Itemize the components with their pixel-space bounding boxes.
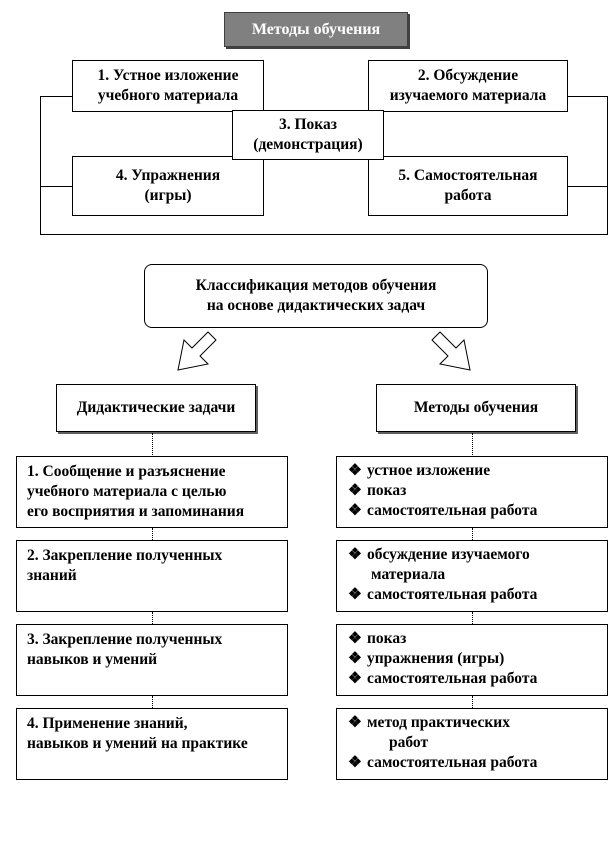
methods-title-text: Методы обучения xyxy=(251,20,381,38)
list-item: ❖ упражнения (игры) xyxy=(343,649,601,669)
task-box-4: 4. Применение знаний, навыков и умений н… xyxy=(16,708,288,780)
method-3-line2: (демонстрация) xyxy=(253,136,363,153)
method-4-line1: 4. Упражнения xyxy=(115,167,221,184)
frame-right-mid-line xyxy=(568,186,608,187)
task-box-3: 3. Закрепление полученных навыков и умен… xyxy=(16,624,288,696)
methods-box-4: ❖ метод практических работ ❖ самостоятельн… xyxy=(336,708,608,780)
classification-line2: на основе дидактических задач xyxy=(206,297,426,314)
task-box-1: 1. Сообщение и разъяснение учебного мате… xyxy=(16,456,288,528)
right-connector xyxy=(472,433,473,455)
arrow-left-down-icon xyxy=(177,331,217,371)
list-item: ❖ самостоятельная работа xyxy=(343,669,601,689)
task-4-line2: навыков и умений на практике xyxy=(27,735,248,752)
left-connector xyxy=(152,433,153,455)
method-item: самостоятельная работа xyxy=(367,502,538,519)
right-connector-4 xyxy=(472,696,473,708)
task-1-line3: его восприятия и запоминания xyxy=(27,503,245,520)
frame-right-line xyxy=(607,96,608,234)
left-header-text: Дидактические задачи xyxy=(76,399,236,416)
list-item: ❖ самостоятельная работа xyxy=(343,753,601,773)
bullet-icon: ❖ xyxy=(348,754,362,771)
frame-left-line xyxy=(40,96,41,234)
method-item: самостоятельная работа xyxy=(367,754,538,771)
method-5-line1: 5. Самостоятельная xyxy=(398,167,538,184)
right-connector-2 xyxy=(472,528,473,540)
list-item: ❖ показ xyxy=(343,481,601,501)
arrow-right-down-icon xyxy=(431,331,471,371)
bullet-icon: ❖ xyxy=(348,482,362,499)
task-2-line1: 2. Закрепление полученных xyxy=(27,547,223,564)
method-3-line1: 3. Показ xyxy=(279,116,337,133)
method-1-line1: 1. Устное изложение xyxy=(97,67,239,84)
task-4-line1: 4. Применение знаний, xyxy=(27,715,188,732)
methods-box-3: ❖ показ ❖ упражнения (игры) ❖ самостоятельн… xyxy=(336,624,608,696)
frame-right-top-line xyxy=(560,96,607,97)
method-4-line2: (игры) xyxy=(144,187,192,204)
methods-box-1: ❖ устное изложение ❖ показ ❖ самостоятельна… xyxy=(336,456,608,528)
method-item: метод практических xyxy=(367,714,510,731)
left-connector-2 xyxy=(152,528,153,540)
left-header: Дидактические задачи xyxy=(56,384,256,432)
classification-line1: Классификация методов обучения xyxy=(195,277,437,294)
method-item: показ xyxy=(367,482,407,499)
method-2-line1: 2. Обсуждение xyxy=(417,67,519,84)
task-2-line2: знаний xyxy=(27,567,77,584)
frame-left-top-line xyxy=(40,96,72,97)
method-item-wrap: материала xyxy=(371,566,446,583)
bullet-icon: ❖ xyxy=(348,462,362,479)
methods-title: Методы обучения xyxy=(224,12,408,47)
left-connector-3 xyxy=(152,612,153,624)
method-box-1: 1. Устное изложение учебного материала xyxy=(72,60,264,112)
frame-left-mid-line xyxy=(40,186,72,187)
task-3-line2: навыков и умений xyxy=(27,651,158,668)
bullet-icon: ❖ xyxy=(348,502,362,519)
bullet-icon: ❖ xyxy=(348,670,362,687)
list-item: ❖ обсуждение изучаемого xyxy=(343,545,601,565)
method-box-4: 4. Упражнения (игры) xyxy=(72,156,264,216)
task-box-2: 2. Закрепление полученных знаний xyxy=(16,540,288,612)
left-connector-4 xyxy=(152,696,153,708)
list-item: ❖ показ xyxy=(343,629,601,649)
task-1-line1: 1. Сообщение и разъяснение xyxy=(27,463,226,480)
bullet-icon: ❖ xyxy=(348,650,362,667)
method-1-line2: учебного материала xyxy=(97,87,239,104)
method-item: показ xyxy=(367,630,407,647)
task-3-line1: 3. Закрепление полученных xyxy=(27,631,223,648)
bullet-icon: ❖ xyxy=(348,586,362,603)
right-header: Методы обучения xyxy=(376,384,576,432)
list-item: ❖ самостоятельная работа xyxy=(343,585,601,605)
task-1-line2: учебного материала с целью xyxy=(27,483,227,500)
methods-box-2: ❖ обсуждение изучаемого материала ❖ самост… xyxy=(336,540,608,612)
list-item: ❖ самостоятельная работа xyxy=(343,501,601,521)
method-item: обсуждение изучаемого xyxy=(367,546,530,563)
frame-bottom-line xyxy=(40,234,608,235)
method-5-line2: работа xyxy=(444,187,492,204)
classification-box: Классификация методов обучения на основе … xyxy=(144,264,488,328)
method-box-5: 5. Самостоятельная работа xyxy=(368,156,568,216)
method-box-2: 2. Обсуждение изучаемого материала xyxy=(368,60,568,112)
list-item: ❖ метод практических xyxy=(343,713,601,733)
method-item-wrap: работ xyxy=(389,734,429,751)
method-item: устное изложение xyxy=(367,462,491,479)
method-item: самостоятельная работа xyxy=(367,670,538,687)
bullet-icon: ❖ xyxy=(348,546,362,563)
list-item: ❖ устное изложение xyxy=(343,461,601,481)
method-item: самостоятельная работа xyxy=(367,586,538,603)
bullet-icon: ❖ xyxy=(348,630,362,647)
method-box-3: 3. Показ (демонстрация) xyxy=(232,110,384,160)
bullet-icon: ❖ xyxy=(348,714,362,731)
method-item: упражнения (игры) xyxy=(367,650,505,667)
right-connector-3 xyxy=(472,612,473,624)
method-2-line2: изучаемого материала xyxy=(389,87,547,104)
right-header-text: Методы обучения xyxy=(413,399,539,416)
